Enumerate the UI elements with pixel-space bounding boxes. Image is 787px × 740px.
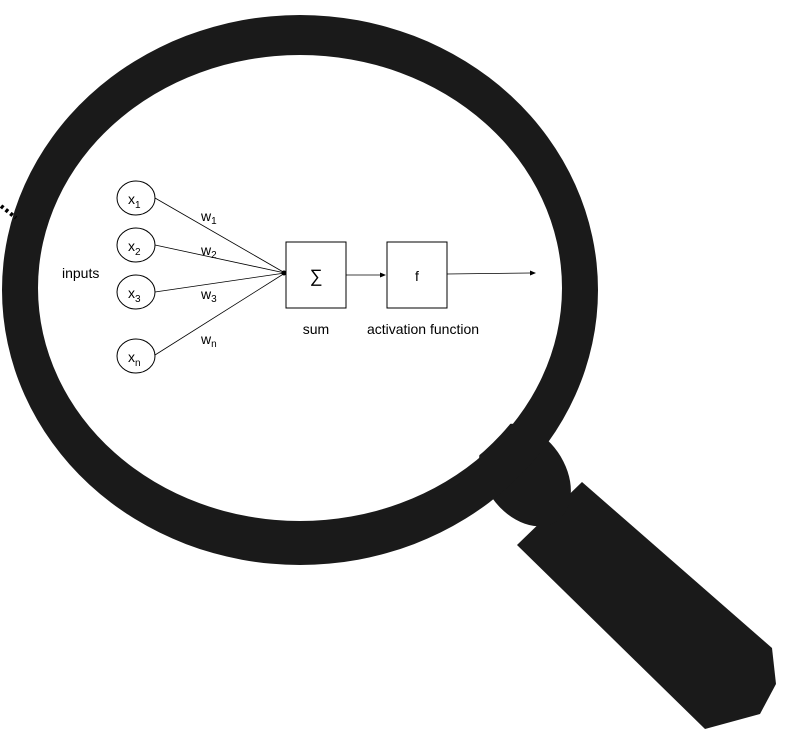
connection-n (154, 272, 286, 356)
input-3-sub: 3 (135, 294, 141, 305)
connection-3 (154, 272, 286, 293)
input-n-sub: n (135, 358, 141, 369)
weight-connections (154, 197, 286, 356)
input-2-main: x (128, 238, 135, 254)
connection-2 (154, 244, 286, 274)
sum-node: ∑ (285, 241, 347, 309)
input-1-main: x (128, 191, 135, 207)
input-2-sub: 2 (135, 247, 141, 258)
magnifying-glass-icon (0, 15, 776, 729)
input-1-sub: 1 (135, 200, 141, 211)
svg-text:x1: x1 (128, 191, 141, 211)
activation-symbol: f (415, 268, 419, 284)
inputs-label: inputs (62, 265, 99, 281)
weight-label-3: w3 (200, 286, 217, 305)
junction-dot (281, 270, 287, 276)
sum-label: sum (303, 321, 329, 337)
weight-label-2: w2 (200, 242, 217, 261)
svg-text:x3: x3 (128, 285, 141, 305)
input-3-main: x (128, 285, 135, 301)
activation-node: f (386, 241, 448, 309)
input-node-1: x1 (116, 180, 156, 216)
svg-text:x2: x2 (128, 238, 141, 258)
activation-label: activation function (367, 321, 479, 337)
input-node-n: xn (116, 338, 156, 374)
svg-text:xn: xn (128, 349, 141, 369)
arrow-sum-to-activation (346, 272, 386, 278)
output-arrow (446, 270, 536, 276)
input-node-2: x2 (116, 227, 156, 263)
connection-1 (154, 197, 286, 274)
input-node-3: x3 (116, 274, 156, 310)
sum-symbol: ∑ (310, 266, 323, 286)
input-n-main: x (128, 349, 135, 365)
weight-label-n: wn (200, 331, 217, 350)
magnifier-handle (517, 482, 776, 729)
weight-label-1: w1 (200, 208, 217, 227)
